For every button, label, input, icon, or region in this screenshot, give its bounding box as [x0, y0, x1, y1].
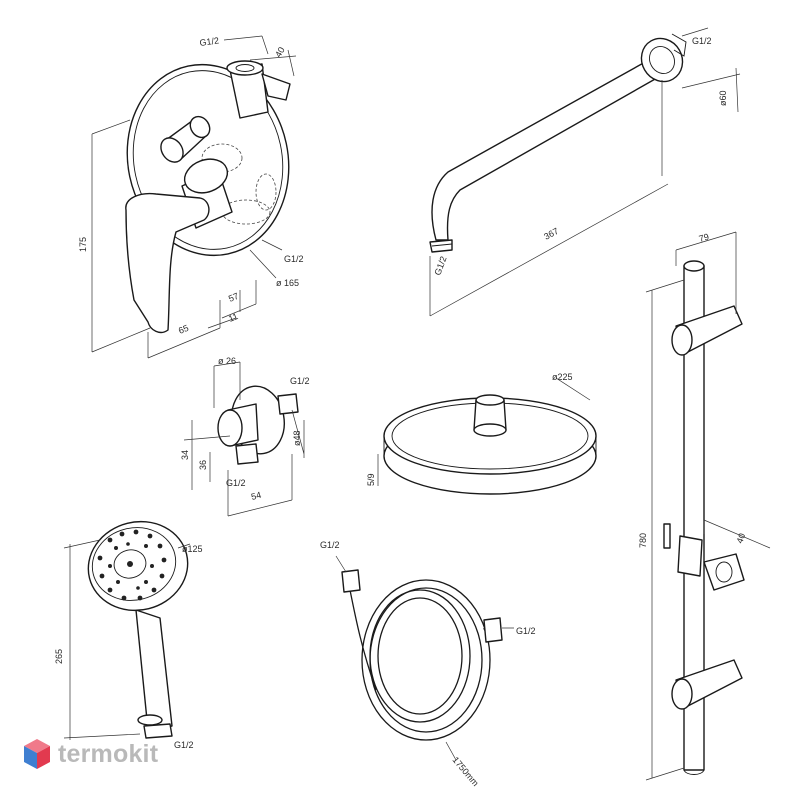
brand-logo: termokit	[22, 738, 158, 770]
wall-elbow: ø 26 G1/2 34 36 ø48 G1/2 54	[180, 356, 310, 517]
rail-slider-knob	[663, 523, 671, 549]
brand-name: termokit	[58, 739, 159, 768]
elbow-dia-label: ø 26	[218, 356, 236, 366]
hand-thread-label: G1/2	[174, 740, 194, 750]
mixer-thread-top-label: G1/2	[199, 35, 220, 48]
elbow-dim-34-label: 34	[180, 450, 190, 460]
overhead-shower-head: ø225 5/9	[366, 372, 597, 495]
spray-nozzles	[97, 529, 167, 601]
mixer-plate-dia-label: ø 165	[276, 278, 299, 288]
mixer-lever-handle	[125, 192, 210, 334]
mixer-depth-label: 40	[273, 45, 287, 59]
rail-hand-holder	[703, 553, 745, 591]
rail-height-label: 780	[638, 533, 648, 548]
hose-connector-right	[483, 617, 503, 643]
elbow-dim-36-label: 36	[198, 460, 208, 470]
elbow-thread-bottom-label: G1/2	[226, 478, 246, 488]
hose-thread-right-label: G1/2	[516, 626, 536, 636]
hose-length-label: 1750mm	[450, 755, 480, 788]
elbow-thread-top-label: G1/2	[290, 376, 310, 386]
mixer-height-label: 175	[78, 237, 88, 252]
hose-connector-top	[341, 569, 361, 593]
elbow-dia-48-label: ø48	[292, 430, 302, 446]
cube-logo-icon	[24, 739, 50, 769]
arm-thread-end-label: G1/2	[432, 255, 448, 277]
head-dia-label: ø225	[552, 372, 573, 382]
shower-arm-wall-flange	[640, 37, 684, 83]
hand-length-label: 265	[54, 649, 64, 664]
head-height-label: 5/9	[366, 473, 376, 486]
shower-arm: G1/2 ø60 367 G1/2	[429, 27, 741, 317]
hose-thread-top-label: G1/2	[320, 540, 340, 550]
arm-flange-dia-label: ø60	[718, 90, 728, 106]
elbow-width-label: 54	[250, 490, 262, 502]
hand-dia-label: ø125	[182, 544, 203, 554]
mixer-dim-11-label: 11	[227, 311, 239, 324]
arm-length-label: 367	[542, 226, 560, 242]
concealed-mixer: G1/2 40 175 G1/2 ø 165 57 11 65	[78, 35, 304, 359]
shower-arm-outlet	[429, 239, 453, 253]
rail-width-label: 79	[698, 232, 710, 244]
mixer-thread-side-label: G1/2	[284, 254, 304, 264]
shower-hose: G1/2 G1/2 1750mm	[320, 540, 536, 788]
elbow-thread-bottom	[235, 443, 259, 465]
arm-thread-top-label: G1/2	[692, 36, 712, 46]
elbow-thread-top	[277, 393, 299, 415]
rail-slider-dim-label: 40	[734, 532, 747, 545]
hose-coil-outer	[361, 579, 491, 741]
hand-shower-connector	[143, 723, 173, 739]
hand-shower: ø125 265 G1/2	[54, 520, 203, 750]
rail-bottom-bracket-cap	[671, 678, 693, 710]
mixer-dim-65-label: 65	[177, 323, 190, 336]
mixer-dim-57-label: 57	[227, 291, 240, 304]
shower-arm-pipe	[431, 55, 665, 241]
rail-top-bracket-cap	[671, 324, 693, 356]
hand-shower-grip	[135, 609, 173, 731]
slide-rail: 79 780 40	[638, 232, 771, 781]
rail-slider	[677, 535, 703, 577]
